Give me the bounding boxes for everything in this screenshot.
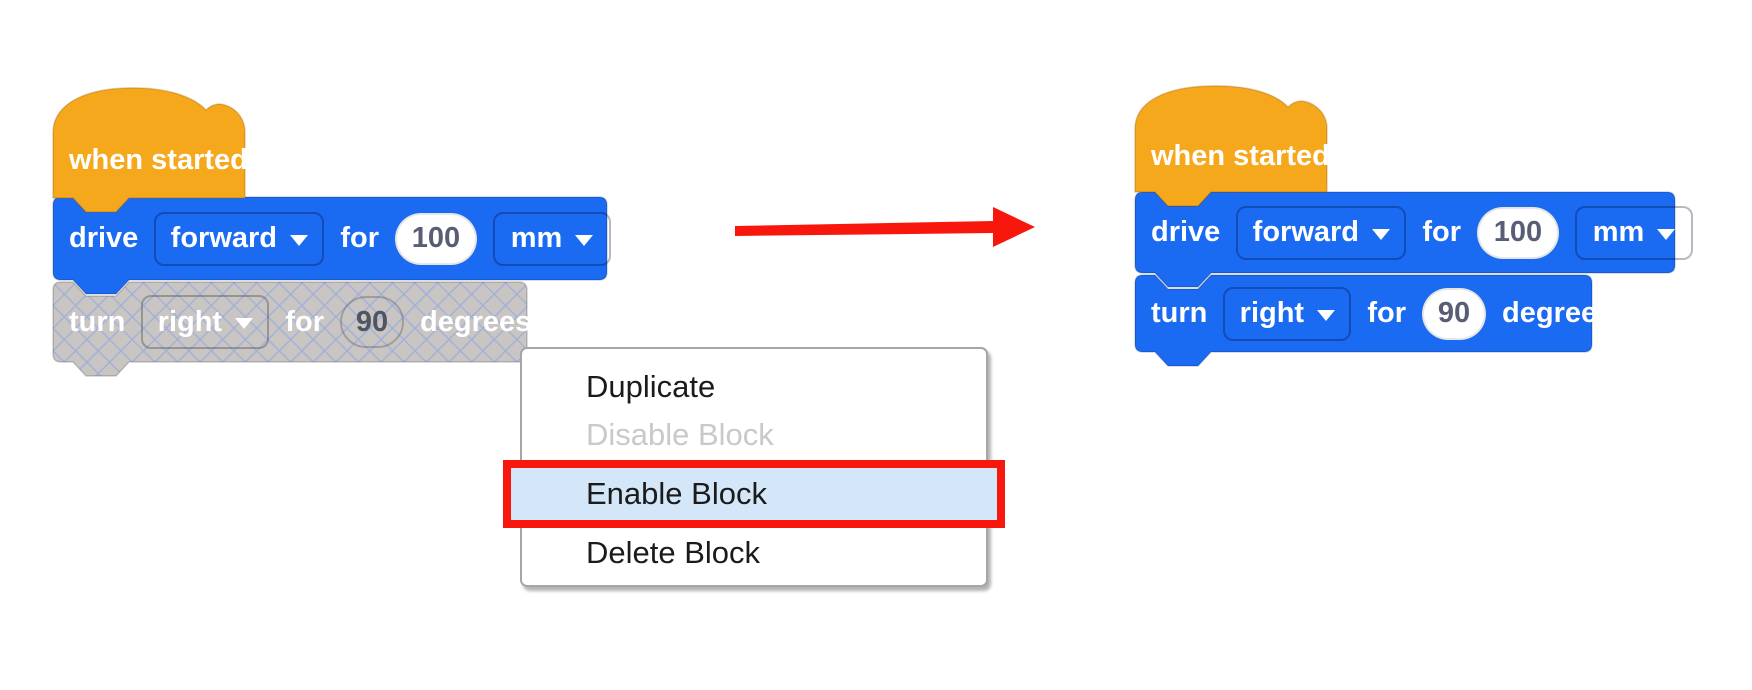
chevron-down-icon	[235, 318, 254, 329]
turn-direction-value: right	[157, 305, 223, 338]
distance-value: 100	[411, 222, 461, 254]
turn-label: turn	[1151, 297, 1208, 329]
menu-item-duplicate[interactable]: Duplicate	[586, 369, 716, 404]
chevron-down-icon	[575, 234, 594, 246]
turn-direction-dropdown[interactable]: right	[141, 295, 270, 349]
for-label: for	[285, 305, 325, 338]
turn-block-enabled[interactable]: turn right for 90 degrees	[1134, 274, 1613, 367]
unit-dropdown[interactable]: mm	[493, 211, 611, 266]
context-menu: Duplicate Disable Block Enable Block Del…	[511, 347, 997, 587]
turn-direction-dropdown[interactable]: right	[1223, 286, 1352, 341]
unit-value: mm	[1592, 216, 1645, 248]
chevron-down-icon	[1317, 309, 1336, 321]
direction-dropdown[interactable]: forward	[1236, 205, 1407, 260]
turn-block-disabled[interactable]: turn right for 90 degrees	[52, 281, 531, 377]
degrees-label: degrees	[1502, 297, 1614, 329]
angle-value: 90	[1437, 297, 1471, 329]
turn-label: turn	[69, 305, 126, 338]
for-label: for	[1367, 297, 1407, 329]
distance-input[interactable]: 100	[1477, 206, 1559, 259]
direction-dropdown[interactable]: forward	[154, 211, 325, 266]
for-label: for	[1422, 216, 1461, 248]
chevron-down-icon	[290, 234, 308, 246]
degrees-label: degrees	[420, 305, 532, 338]
hat-block-label: when started	[1151, 140, 1330, 172]
menu-item-delete-block[interactable]: Delete Block	[586, 535, 761, 570]
unit-dropdown[interactable]: mm	[1575, 205, 1693, 260]
when-started-hat-block-after[interactable]: when started	[1134, 85, 1330, 208]
drive-label: drive	[1151, 216, 1221, 248]
chevron-down-icon	[1657, 228, 1676, 240]
drive-block-before[interactable]: drive forward for 100 mm	[52, 196, 611, 295]
unit-value: mm	[510, 222, 563, 254]
direction-value: forward	[1252, 216, 1359, 248]
menu-item-enable-block[interactable]: Enable Block	[511, 468, 997, 520]
drive-block-after[interactable]: drive forward for 100 mm	[1134, 191, 1693, 288]
distance-value: 100	[1493, 216, 1543, 248]
drive-label: drive	[69, 222, 139, 254]
red-arrow-annotation	[735, 207, 1035, 247]
distance-input[interactable]: 100	[395, 212, 477, 265]
turn-direction-value: right	[1239, 297, 1305, 329]
direction-value: forward	[170, 222, 277, 254]
chevron-down-icon	[1372, 228, 1390, 240]
angle-value: 90	[355, 305, 389, 338]
menu-item-disable-block: Disable Block	[586, 417, 774, 452]
angle-input[interactable]: 90	[1422, 287, 1487, 340]
hat-block-label: when started	[69, 144, 248, 176]
when-started-hat-block-before[interactable]: when started	[52, 87, 248, 214]
for-label: for	[340, 222, 379, 254]
angle-input[interactable]: 90	[340, 296, 405, 348]
